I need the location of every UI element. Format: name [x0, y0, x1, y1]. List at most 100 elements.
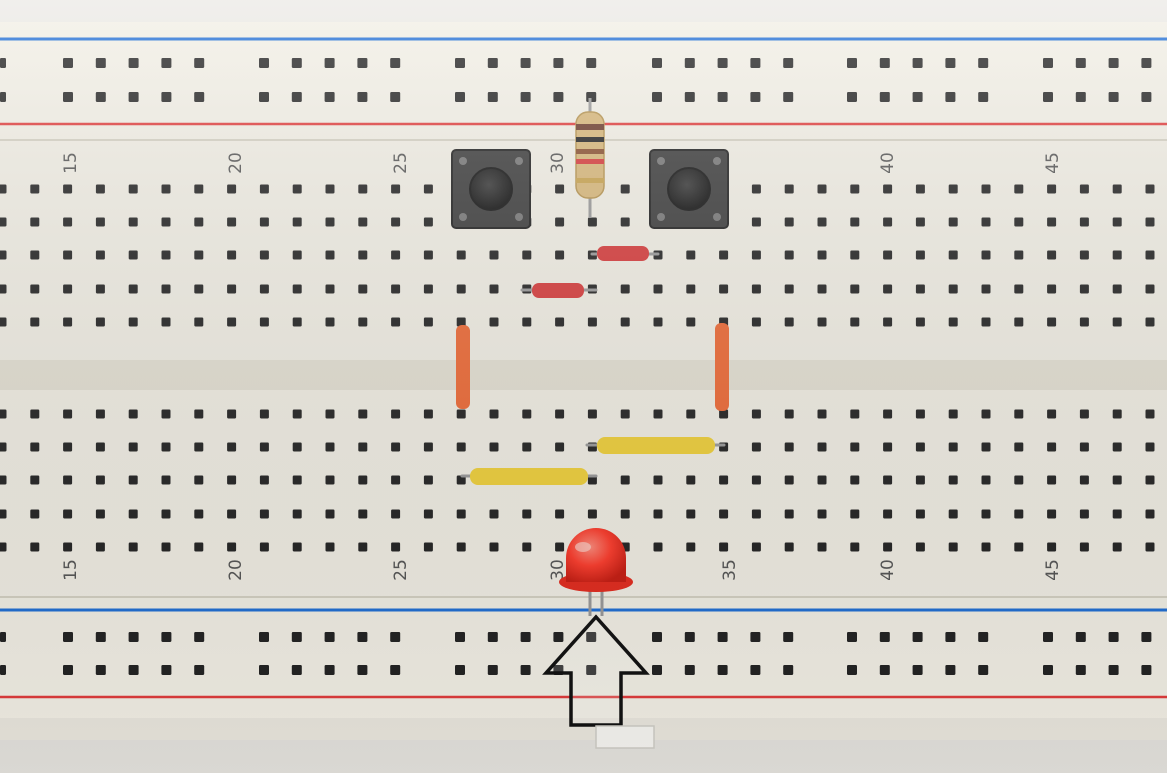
hole [194, 250, 204, 260]
hole [391, 542, 401, 552]
hole [948, 442, 958, 452]
hole [847, 58, 857, 68]
hole [390, 92, 401, 102]
hole [194, 475, 204, 485]
hole [423, 542, 433, 552]
hole [358, 317, 368, 327]
hole [358, 409, 368, 419]
hole [879, 632, 890, 642]
hole [751, 184, 761, 194]
hole [161, 509, 171, 519]
hole [259, 317, 269, 327]
hole [653, 317, 663, 327]
hole [850, 409, 860, 419]
hole [423, 217, 433, 227]
hole [750, 665, 761, 675]
hole [194, 509, 204, 519]
hole [1112, 250, 1122, 260]
hole [1145, 442, 1155, 452]
hole [817, 475, 827, 485]
hole [456, 250, 466, 260]
hole [686, 509, 696, 519]
hole [948, 542, 958, 552]
hole [1112, 284, 1122, 294]
hole [325, 409, 335, 419]
hole [915, 217, 925, 227]
hole [883, 442, 893, 452]
hole [1079, 184, 1089, 194]
hole [1145, 475, 1155, 485]
hole [391, 509, 401, 519]
hole [620, 184, 630, 194]
hole [817, 409, 827, 419]
hole [883, 475, 893, 485]
hole [390, 58, 401, 68]
hole [948, 284, 958, 294]
hole [95, 475, 105, 485]
hole [391, 217, 401, 227]
hole [259, 184, 269, 194]
hole [945, 665, 956, 675]
hole [357, 665, 368, 675]
hole [30, 284, 40, 294]
hole [358, 250, 368, 260]
hole [717, 632, 728, 642]
hole [259, 409, 269, 419]
hole [1112, 442, 1122, 452]
hole [325, 475, 335, 485]
hole [1079, 284, 1089, 294]
hole [63, 217, 73, 227]
hole [30, 217, 40, 227]
hole [259, 475, 269, 485]
hole [1108, 92, 1119, 102]
hole [95, 409, 105, 419]
hole [358, 284, 368, 294]
hole [912, 632, 923, 642]
hole [1014, 250, 1024, 260]
hole [30, 442, 40, 452]
hole [292, 542, 302, 552]
hole [194, 665, 205, 675]
hole [95, 442, 105, 452]
hole [95, 284, 105, 294]
hole [784, 542, 794, 552]
hole [95, 509, 105, 519]
hole [915, 284, 925, 294]
hole [1047, 217, 1057, 227]
hole [227, 217, 237, 227]
hole [161, 184, 171, 194]
hole [879, 58, 890, 68]
hole [194, 92, 205, 102]
hole [63, 317, 73, 327]
hole [1014, 284, 1024, 294]
hole [522, 409, 532, 419]
hole [63, 632, 73, 642]
yellow-jumper-wire [597, 437, 715, 454]
hole [652, 92, 662, 102]
hole [0, 542, 7, 552]
hole [653, 284, 663, 294]
hole [1043, 58, 1053, 68]
hole [259, 632, 269, 642]
hole [717, 665, 728, 675]
hole [784, 409, 794, 419]
hole [63, 284, 73, 294]
hole [883, 542, 893, 552]
hole [1112, 184, 1122, 194]
orange-jumper-wire [456, 325, 470, 409]
hole [194, 632, 205, 642]
hole [1047, 442, 1057, 452]
hole [784, 217, 794, 227]
hole [63, 250, 73, 260]
hole [784, 184, 794, 194]
hole [555, 542, 565, 552]
hole [948, 250, 958, 260]
hole [945, 632, 956, 642]
hole [161, 284, 171, 294]
hole [324, 632, 335, 642]
hole [817, 442, 827, 452]
hole [817, 509, 827, 519]
hole [194, 184, 204, 194]
hole [0, 509, 7, 519]
hole [423, 409, 433, 419]
